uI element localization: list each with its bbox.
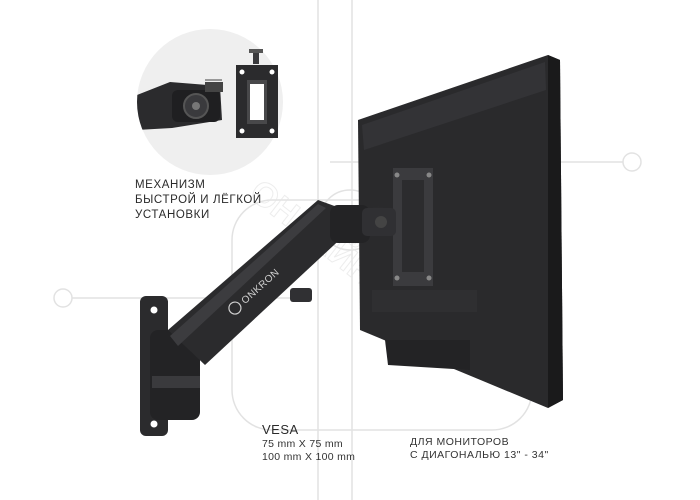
vesa-plate bbox=[393, 168, 433, 286]
monitor bbox=[358, 55, 563, 408]
callout-line-3: УСТАНОВКИ bbox=[135, 209, 210, 221]
monitor-size-spec: ДЛЯ МОНИТОРОВ С ДИАГОНАЛЬЮ 13" - 34" bbox=[410, 436, 549, 462]
vesa-size-1: 75 mm X 75 mm bbox=[262, 438, 343, 450]
monitor-spec-line-1: ДЛЯ МОНИТОРОВ bbox=[410, 436, 510, 448]
gas-spring-arm: ONKRON bbox=[140, 200, 396, 436]
monitor-spec-line-2: С ДИАГОНАЛЬЮ 13" - 34" bbox=[410, 449, 549, 461]
vesa-spec: VESA 75 mm X 75 mm 100 mm X 100 mm bbox=[262, 422, 355, 464]
quick-install-callout: МЕХАНИЗМ БЫСТРОЙ И ЛЁГКОЙ УСТАНОВКИ bbox=[135, 178, 262, 223]
vesa-title: VESA bbox=[262, 422, 299, 437]
quick-release-detail bbox=[137, 29, 283, 175]
callout-line-2: БЫСТРОЙ И ЛЁГКОЙ bbox=[135, 194, 262, 206]
vesa-size-2: 100 mm X 100 mm bbox=[262, 451, 356, 463]
callout-line-1: МЕХАНИЗМ bbox=[135, 179, 206, 191]
